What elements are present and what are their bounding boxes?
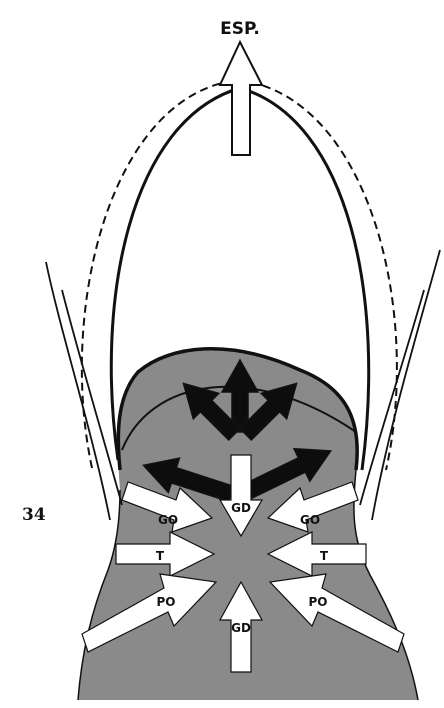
right-wall-outer — [372, 250, 440, 520]
label-t-right: T — [320, 549, 329, 563]
label-esp: ESP. — [220, 19, 260, 39]
figure-number: 34 — [22, 505, 46, 525]
label-gd-upper: GD — [231, 501, 251, 515]
label-gd-lower: GD — [231, 621, 251, 635]
left-wall-outer — [46, 262, 110, 520]
label-go-left: GO — [158, 513, 178, 527]
label-po-right: PO — [309, 595, 328, 609]
label-go-right: GO — [300, 513, 320, 527]
label-po-left: PO — [157, 595, 176, 609]
esp-arrow — [220, 42, 262, 155]
label-t-left: T — [156, 549, 165, 563]
